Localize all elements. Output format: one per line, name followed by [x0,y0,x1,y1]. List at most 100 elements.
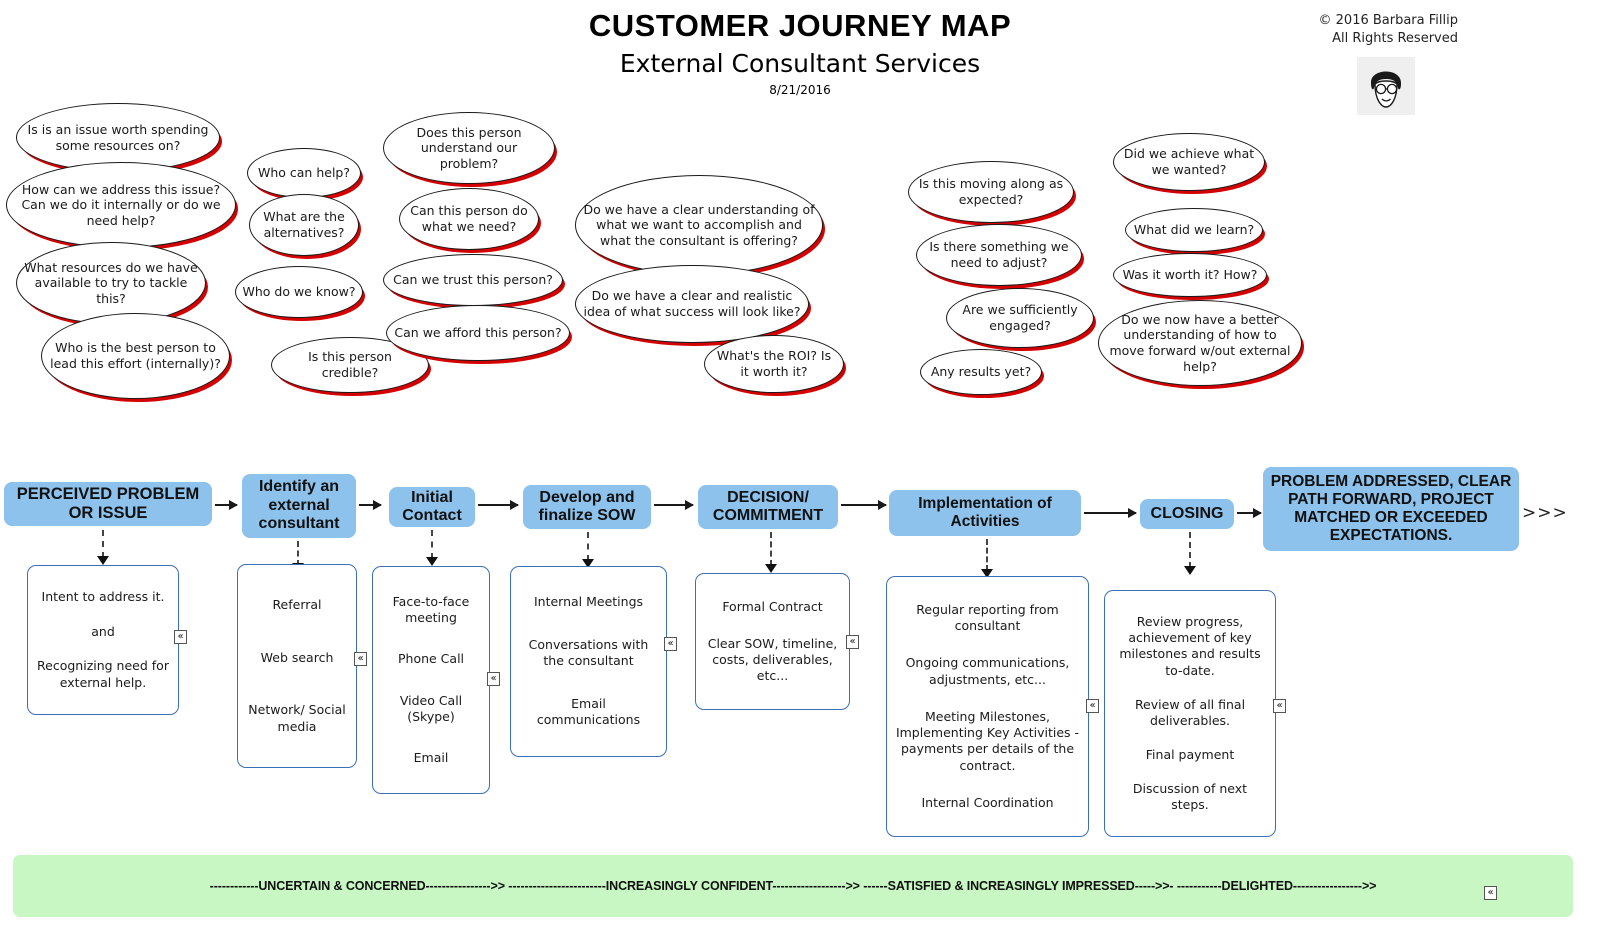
stage-arrow [359,500,382,510]
stage-implementation[interactable]: Implementation of Activities [889,490,1081,536]
thought-text: What did we learn? [1133,222,1255,238]
detail-line: Final payment [1145,746,1235,762]
thought-ellipse: Do we have a clear and realistic idea of… [575,265,809,343]
detail-line: and [91,623,115,639]
detail-box-develop-sow: Internal Meetings Conversations with the… [510,566,667,757]
detail-box-perceived-problem: Intent to address it. and Recognizing ne… [27,565,179,715]
resize-handle-icon[interactable]: « [846,635,859,649]
detail-line: Review of all final deliverables. [1134,696,1246,728]
detail-line: Internal Meetings [533,594,644,610]
copyright-line-1: © 2016 Barbara Fillip [1318,13,1458,28]
detail-line: Email communications [536,696,641,728]
avatar [1357,57,1415,115]
thought-text: Are we sufficiently engaged? [962,302,1078,333]
thought-text: Is there something we need to adjust? [929,239,1069,270]
stage-arrow [654,500,694,510]
stage-label: Initial Contact [402,488,462,524]
thought-text: Who can help? [258,165,350,181]
stage-closing[interactable]: CLOSING [1140,499,1234,529]
thought-text: How can we address this issue? Can we do… [21,181,221,228]
stage-label: PERCEIVED PROBLEM OR ISSUE [16,485,200,522]
customer-thoughts-layer: Is is an issue worth spending some resou… [0,0,1600,450]
stage-detail-connector [770,532,772,566]
page-title: CUSTOMER JOURNEY MAP [588,8,1012,43]
connector-arrowhead-icon [426,557,438,566]
thought-ellipse: Is this moving along as expected? [908,161,1074,223]
detail-line: Discussion of next steps. [1132,780,1248,812]
stage-label: CLOSING [1150,504,1224,522]
stage-arrow [478,500,519,510]
stage-outcome[interactable]: PROBLEM ADDRESSED, CLEAR PATH FORWARD, P… [1263,467,1519,551]
detail-line: Video Call (Skype) [399,692,463,724]
stage-label: Develop and finalize SOW [538,488,636,524]
thought-ellipse: Are we sufficiently engaged? [946,288,1094,348]
thought-text: What are the alternatives? [263,209,345,240]
connector-arrowhead-icon [1184,566,1196,575]
connector-arrowhead-icon [97,556,109,565]
thought-text: What resources do we have available to t… [24,259,198,306]
detail-box-initial-contact: Face-to-face meeting Phone Call Video Ca… [372,566,490,794]
stage-detail-connector [102,530,104,558]
thought-ellipse: What's the ROI? Is it worth it? [704,335,844,393]
stage-initial-contact[interactable]: Initial Contact [389,487,475,527]
stage-label: DECISION/ COMMITMENT [712,488,824,524]
detail-line: Formal Contract [722,598,823,614]
stage-identify-consultant[interactable]: Identify an external consultant [242,474,356,538]
emotion-bar-label: ------------UNCERTAIN & CONCERNED-------… [209,879,1377,893]
journey-continues-marker: >>> [1522,503,1568,523]
stage-perceived-problem[interactable]: PERCEIVED PROBLEM OR ISSUE [4,482,212,526]
thought-text: Can this person do what we need? [410,203,528,234]
detail-line: Intent to address it. [41,589,165,605]
resize-handle-icon[interactable]: « [487,672,500,686]
detail-box-closing: Review progress, achievement of key mile… [1104,590,1276,837]
stage-label: PROBLEM ADDRESSED, CLEAR PATH FORWARD, P… [1270,473,1512,544]
resize-handle-icon[interactable]: « [1273,699,1286,713]
header: CUSTOMER JOURNEY MAP External Consultant… [0,0,1600,97]
detail-box-decision-commitment: Formal Contract Clear SOW, timeline, cos… [695,573,850,710]
thought-ellipse: Was it worth it? How? [1113,253,1267,297]
copyright-line-2: All Rights Reserved [1332,30,1458,46]
thought-text: Does this person understand our problem? [416,124,522,171]
thought-text: Do we have a clear understanding of what… [583,201,815,248]
detail-box-identify-consultant: Referral Web search Network/ Social medi… [237,564,357,768]
thought-ellipse: How can we address this issue? Can we do… [6,162,236,248]
thought-ellipse: What are the alternatives? [249,194,359,256]
resize-handle-icon[interactable]: « [1484,886,1497,900]
stage-arrow [1084,508,1137,518]
thought-text: Is this moving along as expected? [918,176,1064,207]
thought-ellipse: Who do we know? [235,266,363,318]
thought-text: Any results yet? [930,364,1032,380]
detail-line: Review progress, achievement of key mile… [1119,613,1261,678]
thought-ellipse: What did we learn? [1125,208,1263,252]
stage-develop-sow[interactable]: Develop and finalize SOW [523,485,651,529]
resize-handle-icon[interactable]: « [174,630,187,644]
detail-line: Ongoing communications, adjustments, etc… [905,655,1070,687]
thought-ellipse: Who is the best person to lead this effo… [41,313,230,399]
stage-decision-commitment[interactable]: DECISION/ COMMITMENT [698,485,838,529]
resize-handle-icon[interactable]: « [354,652,367,666]
stage-detail-connector [297,541,299,566]
detail-line: Clear SOW, timeline, costs, deliverables… [707,635,838,684]
thought-ellipse: Is there something we need to adjust? [916,224,1082,286]
customer-emotion-bar: ------------UNCERTAIN & CONCERNED-------… [13,855,1573,917]
stage-label: Identify an external consultant [258,478,340,533]
resize-handle-icon[interactable]: « [664,637,677,651]
resize-handle-icon[interactable]: « [1086,699,1099,713]
stage-detail-connector [431,530,433,559]
detail-line: Regular reporting from consultant [916,601,1059,633]
stage-arrow [215,500,238,510]
thought-text: Was it worth it? How? [1122,267,1258,283]
connector-arrowhead-icon [981,569,993,578]
thought-text: Do we have a clear and realistic idea of… [583,288,801,319]
thought-text: Who is the best person to lead this effo… [50,340,221,371]
copyright-notice: © 2016 Barbara Fillip All Rights Reserve… [1319,12,1458,47]
detail-line: Web search [260,649,334,665]
thought-ellipse: Do we have a clear understanding of what… [575,175,823,275]
detail-line: Face-to-face meeting [392,593,470,625]
thought-text: Is is an issue worth spending some resou… [27,121,209,153]
stage-detail-connector [587,532,589,561]
detail-line: Conversations with the consultant [528,637,649,669]
thought-ellipse: Who can help? [247,148,361,198]
thought-ellipse: Does this person understand our problem? [383,112,555,184]
thought-ellipse: What resources do we have available to t… [16,242,206,324]
